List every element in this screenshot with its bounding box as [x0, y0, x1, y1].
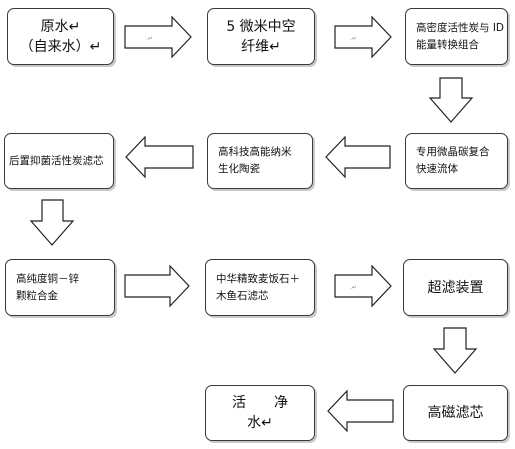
node-text: 高磁滤芯 [427, 405, 484, 421]
node-text: 后置抑菌活性炭滤芯 [9, 154, 104, 167]
node-ultrafiltration: 超滤装置 [403, 259, 508, 316]
arrow-ultrafiltration-to-magnetic [432, 327, 478, 374]
arrow-magnetic-to-clean-water [327, 389, 394, 433]
node-microcrystal-carbon: 专用微晶碳复合 快速流体 [405, 133, 508, 189]
node-copper-zinc: 高纯度铜－锌 颗粒合金 [5, 259, 115, 316]
node-text: 活 净 [232, 395, 288, 411]
arrow-glyph: .↵ [350, 35, 357, 42]
node-text: 生化陶瓷 [218, 163, 260, 175]
node-high-density-carbon: 高密度活性炭与 ID 能量转换组合 [405, 8, 508, 65]
node-text: （自来水）↵ [19, 38, 102, 55]
node-text: 木鱼石滤芯 [216, 289, 269, 302]
node-nano-ceramic: 高科技高能纳米 生化陶瓷 [207, 133, 313, 189]
arrow-rear-carbon-to-copper [29, 199, 75, 246]
node-rear-carbon: 后置抑菌活性炭滤芯 [4, 133, 114, 189]
node-clean-water: 活 净 水↵ [205, 385, 315, 441]
node-text: 颗粒合金 [16, 289, 58, 302]
arrow-ceramic-to-rear-carbon [125, 135, 194, 179]
arrow-fiber-to-carbon [334, 15, 392, 59]
arrow-maifan-to-ultrafiltration [334, 264, 392, 308]
node-text: 高纯度铜－锌 [16, 272, 79, 285]
node-text: 专用微晶碳复合 [416, 146, 490, 158]
arrow-microcrystal-to-ceramic [325, 135, 391, 179]
node-maifan-stone: 中华精致麦饭石＋ 木鱼石滤芯 [205, 259, 315, 316]
arrow-carbon-to-microcrystal [428, 77, 474, 123]
node-text: 快速流体 [416, 163, 458, 175]
node-text: 纤维↵ [241, 38, 281, 55]
node-text: 5 微米中空 [226, 18, 296, 35]
arrow-glyph: .↵ [350, 284, 357, 291]
node-text: 能量转换组合 [416, 38, 479, 51]
node-magnetic: 高磁滤芯 [403, 385, 508, 441]
node-hollow-fiber: 5 微米中空 纤维↵ [207, 8, 315, 65]
arrow-copper-to-maifan [124, 264, 190, 308]
node-text: 超滤装置 [427, 279, 484, 296]
node-text: 水↵ [247, 415, 273, 431]
arrow-raw-to-fiber [124, 15, 192, 59]
node-text: 原水↵ [40, 18, 81, 35]
node-text: 高科技高能纳米 [218, 146, 292, 158]
node-text: 中华精致麦饭石＋ [216, 272, 300, 285]
arrow-glyph: .↵ [146, 35, 153, 42]
node-raw-water: 原水↵ （自来水）↵ [7, 8, 114, 65]
node-text: 高密度活性炭与 ID [416, 21, 505, 34]
